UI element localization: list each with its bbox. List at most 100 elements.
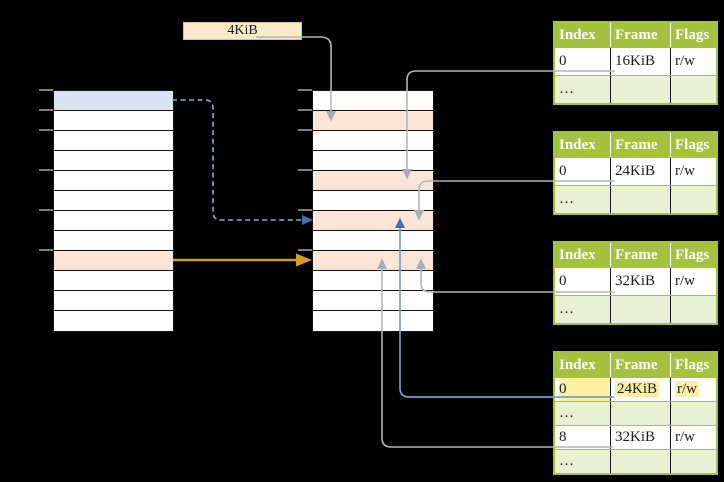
header-index: Index bbox=[559, 137, 596, 153]
cell-index: 8 bbox=[559, 429, 567, 445]
table-row: 0 32KiB r/w bbox=[555, 267, 716, 295]
page-table-4: Index Frame Flags 0 24KiB r/w … 8 32KiB … bbox=[553, 351, 718, 475]
header-index: Index bbox=[559, 247, 596, 263]
virtual-memory-column bbox=[53, 90, 174, 332]
table-row-ellipsis: … bbox=[555, 449, 716, 473]
table-header-row: Index Frame Flags bbox=[555, 133, 716, 157]
memory-row-orange bbox=[313, 211, 433, 231]
table-header-row: Index Frame Flags bbox=[555, 243, 716, 267]
cell-frame bbox=[610, 450, 670, 473]
header-flags: Flags bbox=[670, 133, 716, 157]
header-flags: Flags bbox=[670, 23, 716, 47]
address-tick bbox=[298, 169, 312, 171]
memory-row-white bbox=[313, 271, 433, 291]
memory-row-white bbox=[54, 191, 173, 211]
cell-flags: r/w bbox=[670, 378, 716, 401]
address-tick bbox=[298, 109, 312, 111]
highlight: 0 bbox=[559, 378, 610, 401]
header-flags: Flags bbox=[670, 243, 716, 267]
header-index: Index bbox=[559, 357, 596, 373]
memory-row-orange bbox=[313, 171, 433, 191]
memory-row-orange bbox=[54, 251, 173, 271]
address-tick bbox=[298, 129, 312, 131]
memory-row-white bbox=[54, 311, 173, 331]
memory-row-white bbox=[313, 311, 433, 331]
page-table-3: Index Frame Flags 0 32KiB r/w … bbox=[553, 241, 718, 325]
memory-row-white bbox=[54, 151, 173, 171]
memory-row-white bbox=[313, 291, 433, 311]
cell-frame: 24KiB bbox=[610, 158, 670, 185]
cell-frame bbox=[610, 402, 670, 425]
page-table-1: Index Frame Flags 0 16KiB r/w … bbox=[553, 21, 718, 105]
cell-flags: r/w bbox=[670, 158, 716, 185]
table-row: 0 16KiB r/w bbox=[555, 47, 716, 75]
memory-row-orange bbox=[313, 251, 433, 271]
address-tick bbox=[298, 249, 312, 251]
cell-frame: 32KiB bbox=[610, 268, 670, 295]
table-header-row: Index Frame Flags bbox=[555, 353, 716, 377]
header-frame: Frame bbox=[610, 133, 670, 157]
cell-frame bbox=[610, 186, 670, 213]
arrow-virtual0-to-frame24 bbox=[172, 99, 302, 221]
cell-index: 0 bbox=[559, 53, 567, 69]
memory-row-white bbox=[313, 151, 433, 171]
memory-row-white bbox=[54, 271, 173, 291]
memory-row-white bbox=[54, 131, 173, 151]
page-size-label: 4KiB bbox=[183, 22, 302, 40]
cell-frame bbox=[610, 76, 670, 103]
table-header-row: Index Frame Flags bbox=[555, 23, 716, 47]
physical-memory-column bbox=[312, 90, 434, 332]
cell-flags: r/w bbox=[670, 426, 716, 449]
header-flags: Flags bbox=[670, 353, 716, 377]
header-frame: Frame bbox=[610, 23, 670, 47]
cell-flags bbox=[670, 296, 716, 323]
address-tick bbox=[39, 89, 53, 91]
cell-index: … bbox=[555, 402, 610, 425]
arrowhead-right-icon bbox=[296, 253, 312, 267]
cell-index: … bbox=[555, 76, 610, 103]
address-tick bbox=[39, 129, 53, 131]
header-frame: Frame bbox=[610, 353, 670, 377]
table-row: 8 32KiB r/w bbox=[555, 425, 716, 449]
memory-row-white bbox=[313, 191, 433, 211]
cell-flags bbox=[670, 186, 716, 213]
cell-index: 0 bbox=[559, 163, 567, 179]
memory-row-white bbox=[54, 291, 173, 311]
cell-index: … bbox=[555, 186, 610, 213]
address-tick bbox=[298, 209, 312, 211]
memory-row-white bbox=[54, 231, 173, 251]
table-row-ellipsis: … bbox=[555, 75, 716, 103]
cell-index: 0 bbox=[555, 378, 610, 401]
memory-row-orange bbox=[313, 111, 433, 131]
highlight: 24KiB bbox=[615, 381, 660, 397]
cell-index: … bbox=[555, 450, 610, 473]
cell-frame bbox=[610, 296, 670, 323]
table-row-highlighted: 0 24KiB r/w bbox=[555, 377, 716, 401]
address-tick bbox=[39, 249, 53, 251]
cell-frame: 32KiB bbox=[610, 426, 670, 449]
memory-row-white bbox=[313, 91, 433, 111]
address-tick bbox=[39, 169, 53, 171]
cell-flags bbox=[670, 76, 716, 103]
cell-flags: r/w bbox=[670, 48, 716, 75]
table-row-ellipsis: … bbox=[555, 295, 716, 323]
page-table-2: Index Frame Flags 0 24KiB r/w … bbox=[553, 131, 718, 215]
cell-flags bbox=[670, 450, 716, 473]
address-tick bbox=[39, 209, 53, 211]
memory-row-white bbox=[54, 111, 173, 131]
cell-flags bbox=[670, 402, 716, 425]
address-tick bbox=[39, 109, 53, 111]
address-tick bbox=[298, 89, 312, 91]
table-row: 0 24KiB r/w bbox=[555, 157, 716, 185]
cell-frame: 16KiB bbox=[610, 48, 670, 75]
cell-frame: 24KiB bbox=[610, 378, 670, 401]
header-index: Index bbox=[559, 27, 596, 43]
memory-row-blue bbox=[54, 91, 173, 111]
memory-row-white bbox=[54, 171, 173, 191]
header-frame: Frame bbox=[610, 243, 670, 267]
table-row-ellipsis: … bbox=[555, 185, 716, 213]
cell-index: 0 bbox=[559, 273, 567, 289]
cell-index: … bbox=[555, 296, 610, 323]
memory-row-white bbox=[313, 231, 433, 251]
